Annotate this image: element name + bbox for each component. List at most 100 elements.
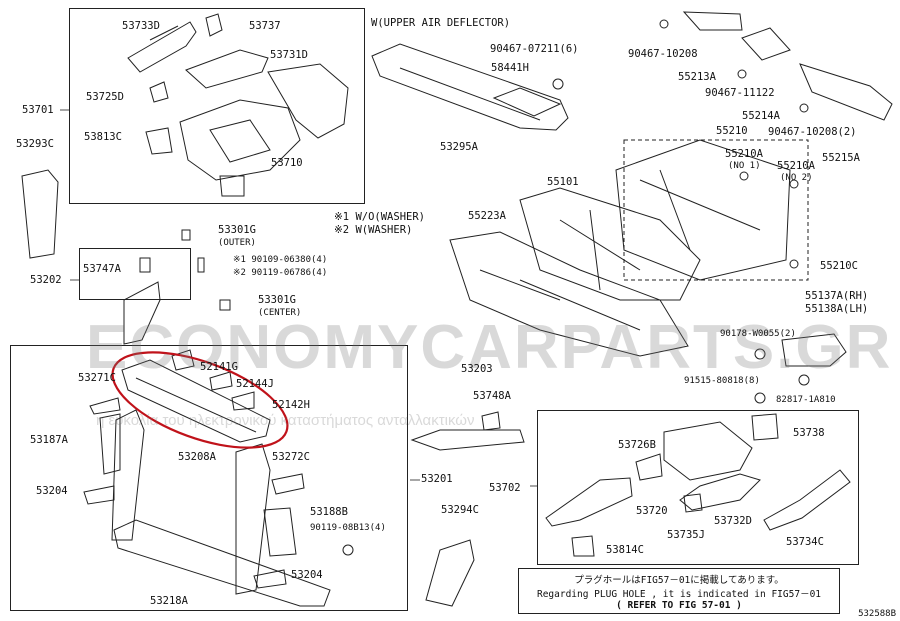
label-55101: 55101 xyxy=(547,176,579,188)
part-55214a-drawing xyxy=(741,27,791,61)
label-53702: 53702 xyxy=(489,482,521,494)
label-90109-06380: ※1 90109-06380(4) xyxy=(233,255,328,265)
part-53272c-drawing xyxy=(271,473,305,495)
label-55223a: 55223A xyxy=(468,210,506,222)
label-52141g: 52141G xyxy=(200,361,238,373)
label-53732d: 53732D xyxy=(714,515,752,527)
part-53201-right-drawing xyxy=(235,443,271,595)
label-53738: 53738 xyxy=(793,427,825,439)
diagram-reference-code: 532588B xyxy=(858,609,896,619)
footnote-box: プラグホールはFIG57－01に掲載してあります。 Regarding PLUG… xyxy=(518,568,840,614)
label-no1: (NO 1) xyxy=(728,161,761,171)
nut-90178-w0055-drawing xyxy=(754,348,766,360)
label-53301g-outer: 53301G xyxy=(218,224,256,236)
highlight-ring xyxy=(111,351,289,449)
label-55137a: 55137A(RH) xyxy=(805,290,869,302)
label-center: (CENTER) xyxy=(258,308,302,318)
footnote-ref: ( REFER TO FIG 57-01 ) xyxy=(616,600,742,611)
label-90119-08b13: 90119-08B13(4) xyxy=(310,523,386,533)
legend-w-washer: ※2 W(WASHER) xyxy=(334,224,413,236)
label-53734c: 53734C xyxy=(786,536,824,548)
part-55223a-drawing xyxy=(449,231,689,357)
part-53202-drawing xyxy=(123,281,161,345)
label-55210a-2: 55210A xyxy=(777,160,815,172)
label-58441h: 58441H xyxy=(491,62,529,74)
label-53814c: 53814C xyxy=(606,544,644,556)
stopper-53301g-center-drawing xyxy=(219,299,231,311)
label-53747a: 53747A xyxy=(83,263,121,275)
group-box-53701 xyxy=(69,8,365,204)
label-53204-a: 53204 xyxy=(36,485,68,497)
label-53204-b: 53204 xyxy=(291,569,323,581)
part-52142h-drawing xyxy=(231,391,255,411)
label-55210: 55210 xyxy=(716,125,748,137)
group-dashed-box-55210 xyxy=(623,139,809,281)
part-53734c-drawing xyxy=(763,469,851,531)
label-53733d: 53733D xyxy=(122,20,160,32)
part-53738-drawing xyxy=(751,413,779,441)
label-53294c: 53294C xyxy=(441,504,479,516)
label-53301g-center: 53301G xyxy=(258,294,296,306)
footnote-jp: プラグホールはFIG57－01に掲載してあります。 xyxy=(574,575,784,586)
part-53726b-drawing xyxy=(635,453,663,481)
part-53735j-drawing xyxy=(683,493,703,513)
clip-90467-07211-drawing xyxy=(552,78,564,90)
part-53725d-drawing xyxy=(149,81,169,103)
part-53710b-drawing xyxy=(267,63,349,139)
label-90178-w0055: 90178-W0055(2) xyxy=(720,329,796,339)
label-53735j: 53735J xyxy=(667,529,705,541)
label-53710: 53710 xyxy=(271,157,303,169)
bolt-90109-06380-drawing xyxy=(197,257,205,273)
part-53203-drawing xyxy=(410,429,525,451)
part-53710-drawing xyxy=(179,99,301,197)
label-53726b: 53726B xyxy=(618,439,656,451)
bolt-91515-80818-drawing xyxy=(798,374,810,386)
label-52144j: 52144J xyxy=(236,378,274,390)
label-90467-07211: 90467-07211(6) xyxy=(490,43,579,55)
part-53204b-drawing xyxy=(253,569,287,589)
part-55137a-drawing xyxy=(781,333,847,367)
label-53293c: 53293C xyxy=(16,138,54,150)
label-52142h: 52142H xyxy=(272,399,310,411)
part-53748a-drawing xyxy=(481,411,501,431)
clip-90467-11122-drawing xyxy=(737,69,747,79)
label-90467-11122: 90467-11122 xyxy=(705,87,775,99)
part-53813c-drawing xyxy=(145,127,173,155)
clip-55210a-no2-drawing xyxy=(789,179,799,189)
clip-90467-10208-drawing xyxy=(659,19,669,29)
label-55138a: 55138A(LH) xyxy=(805,303,869,315)
label-53202: 53202 xyxy=(30,274,62,286)
label-53731d: 53731D xyxy=(270,49,308,61)
label-no2: (NO 2) xyxy=(780,173,813,183)
label-53737: 53737 xyxy=(249,20,281,32)
part-53731d-drawing xyxy=(185,49,269,89)
clip-55210a-no1-drawing xyxy=(739,171,749,181)
stopper-53301g-outer-drawing xyxy=(181,229,191,241)
part-52141g-drawing xyxy=(171,349,195,371)
legend-upper-air-deflector: W(UPPER AIR DEFLECTOR) xyxy=(371,17,511,29)
part-53204a-drawing xyxy=(83,485,115,505)
label-53187a: 53187A xyxy=(30,434,68,446)
part-53702-main-drawing xyxy=(663,421,753,481)
label-55214a: 55214A xyxy=(742,110,780,122)
label-53271c: 53271C xyxy=(78,372,116,384)
clip-90467-10208-2-drawing xyxy=(799,103,809,113)
legend-w-o-washer: ※1 W/O(WASHER) xyxy=(334,211,425,223)
part-55213a-drawing xyxy=(682,11,743,31)
label-53201: 53201 xyxy=(421,473,453,485)
label-53218a: 53218A xyxy=(150,595,188,607)
part-53187a-drawing xyxy=(99,413,121,475)
label-53188b: 53188B xyxy=(310,506,348,518)
part-53295a-drawing xyxy=(371,43,569,131)
part-53747a-drawing xyxy=(139,257,151,273)
part-53737-drawing xyxy=(205,13,223,37)
group-box-53202 xyxy=(79,248,191,300)
label-90119-06786: ※2 90119-06786(4) xyxy=(233,268,328,278)
part-53208a-drawing xyxy=(121,359,271,443)
part-53814c-drawing xyxy=(571,535,595,557)
part-53271c-drawing xyxy=(89,397,121,415)
label-53748a: 53748A xyxy=(473,390,511,402)
part-55210-drawing xyxy=(615,139,791,281)
